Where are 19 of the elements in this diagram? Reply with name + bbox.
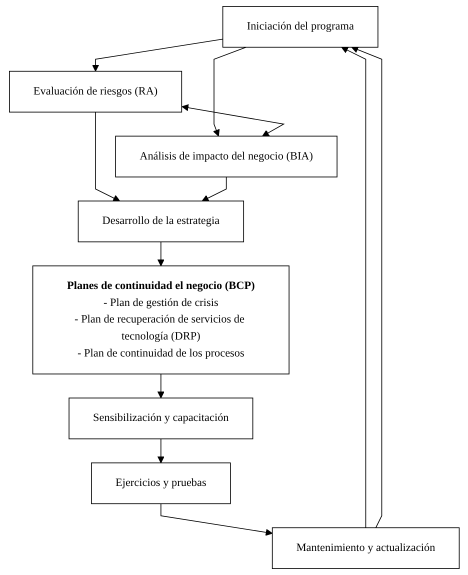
arrow [340, 46, 366, 528]
node-box: Planes de continuidad el negocio (BCP) - Plan de gestión de crisis - Plan de recuperación de servicios de tecnología (DRP) - Plan de continuidad de los procesos [32, 265, 290, 374]
arrow [94, 112, 120, 202]
node-box: Análisis de impacto del negocio (BIA) [114, 136, 338, 178]
node-box: Sensibilización y capacitación [68, 398, 253, 440]
arrow [201, 176, 226, 202]
arrow [160, 503, 272, 536]
arrow [157, 438, 164, 464]
node-box: Iniciación del programa [222, 6, 378, 48]
node-box: Ejercicios y pruebas [90, 462, 230, 504]
arrow [212, 46, 246, 136]
node-box: Desarrollo de la estrategia [78, 200, 244, 242]
arrow [181, 104, 285, 136]
node-box: Evaluación de riesgos (RA) [8, 70, 182, 113]
node-box: Mantenimiento y actualización [272, 527, 460, 569]
arrow [92, 38, 223, 72]
arrow [157, 241, 164, 266]
arrow [157, 374, 164, 398]
arrow [351, 46, 382, 528]
